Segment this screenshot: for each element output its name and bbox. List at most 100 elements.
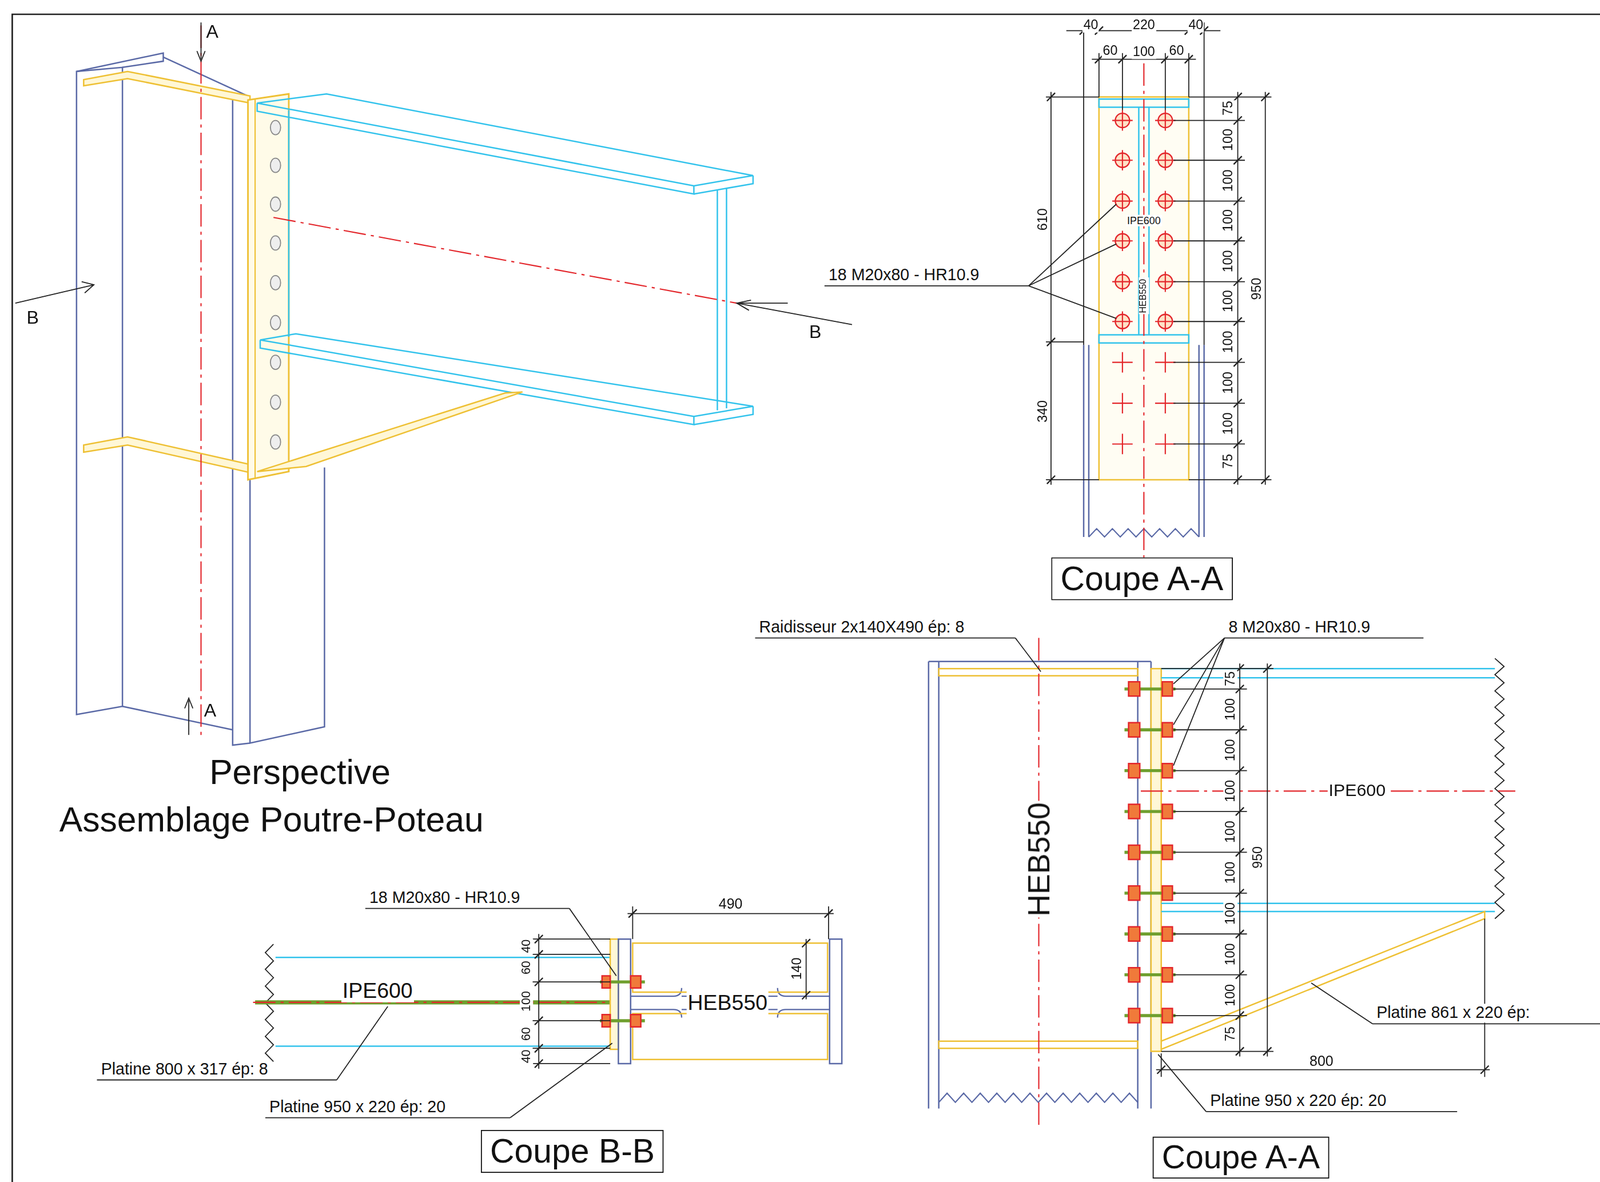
- dimension-value: 75: [1221, 100, 1237, 117]
- dimension-value: 60: [1168, 43, 1185, 59]
- column-outline: [928, 660, 1152, 662]
- dimension-tick: [1233, 116, 1242, 125]
- dimension-value: 100: [1131, 44, 1156, 60]
- dimension-tick: [1233, 399, 1242, 408]
- dimension-line: [1266, 663, 1268, 1057]
- extension-line: [532, 1063, 611, 1065]
- section-arrow: [15, 284, 94, 304]
- column-flange: [249, 467, 325, 744]
- column-outline: [1088, 344, 1090, 537]
- profile-name: HEB550: [686, 990, 769, 1014]
- dimension-tick: [824, 909, 833, 918]
- profile-name: HEB550: [1139, 277, 1150, 314]
- leader-line: [1173, 638, 1225, 726]
- extension-line: [828, 906, 830, 939]
- extension-line: [532, 981, 611, 983]
- beam-flange: [260, 339, 694, 425]
- dimension-value: 340: [1035, 399, 1051, 424]
- dimension-value: 75: [1221, 452, 1237, 470]
- bolt-head: [1128, 681, 1141, 696]
- sheet-frame: [12, 14, 1600, 1182]
- dimension-value: 60: [1101, 43, 1119, 59]
- bolt: [270, 434, 281, 449]
- bolt-nut: [630, 975, 642, 988]
- extension-line: [1173, 933, 1247, 935]
- extension-line: [1173, 810, 1247, 813]
- dimension-tick: [1235, 970, 1244, 979]
- dimension-tick: [1235, 1011, 1244, 1020]
- bolt-cross: [1112, 352, 1133, 373]
- dimension-value: 75: [1223, 670, 1239, 687]
- extension-line: [1203, 22, 1205, 345]
- bolt-cross: [1112, 110, 1133, 131]
- dimension-tick: [1235, 766, 1244, 775]
- extension-line: [631, 906, 634, 939]
- extension-line: [1173, 688, 1247, 690]
- dimension-value: 75: [1223, 1025, 1239, 1042]
- dimension-tick: [1047, 92, 1056, 101]
- dimension-value: 100: [1223, 860, 1239, 885]
- bolt-nut: [1161, 1008, 1173, 1024]
- leader-line: [97, 1079, 337, 1081]
- dimension-line: [1237, 92, 1239, 485]
- dimension-tick: [1157, 1065, 1166, 1074]
- extension-line: [1173, 320, 1245, 322]
- dimension-value: 800: [1308, 1053, 1335, 1070]
- dimension-tick: [1235, 848, 1244, 857]
- bolt-cross: [1155, 311, 1176, 332]
- dimension-tick: [1263, 664, 1272, 673]
- leader-line: [1028, 285, 1117, 319]
- dimension-tick: [1235, 807, 1244, 816]
- part-callout: Platine 950 x 220 ép: 20: [1209, 1091, 1388, 1110]
- dimension-tick: [1233, 277, 1242, 286]
- bolt-cross: [1155, 110, 1176, 131]
- bolt-nut: [1161, 763, 1173, 778]
- section-letter: B: [25, 308, 41, 329]
- extension-line: [1083, 22, 1085, 345]
- leader-line: [1224, 637, 1424, 639]
- dimension-value: 60: [519, 1025, 534, 1042]
- leader-line: [1173, 638, 1225, 684]
- extension-line: [1161, 1051, 1274, 1053]
- bolt-cross: [1155, 352, 1176, 373]
- dimension-tick: [1235, 889, 1244, 898]
- dimension-value: 100: [1221, 411, 1237, 436]
- dimension-tick: [1261, 475, 1270, 484]
- extension-line: [1173, 892, 1247, 894]
- section-arrow: [188, 699, 190, 735]
- extension-line: [1483, 918, 1486, 1077]
- dimension-value: 610: [1035, 207, 1051, 232]
- dimension-tick: [534, 1044, 543, 1053]
- column-flange: [76, 67, 123, 715]
- dimension-tick: [1263, 1047, 1272, 1056]
- bolt: [270, 158, 281, 173]
- view-caption-box: Coupe A-A: [1152, 1136, 1329, 1179]
- view-caption-box: Coupe A-A: [1051, 557, 1233, 601]
- profile-name: IPE600: [1327, 781, 1387, 801]
- extension-line: [1173, 770, 1247, 772]
- column-flange: [829, 938, 842, 1064]
- dimension-tick: [1047, 337, 1056, 346]
- extension-line: [1173, 443, 1245, 445]
- extension-line: [1173, 402, 1245, 404]
- dimension-tick: [1235, 725, 1244, 734]
- stiffener: [632, 942, 828, 993]
- leader-line: [1206, 1111, 1458, 1113]
- section-arrow: [81, 281, 94, 294]
- beam-flange: [1161, 667, 1496, 670]
- bolt-cross: [1112, 392, 1133, 414]
- dimension-value: 100: [1223, 942, 1239, 967]
- profile-name: HEB550: [1021, 801, 1056, 918]
- section-arrow: [736, 303, 853, 325]
- part-callout: Platine 950 x 220 ép: 20: [268, 1097, 447, 1116]
- bolt-cross: [1112, 434, 1133, 455]
- extension-line: [532, 1020, 611, 1022]
- dimension-tick: [534, 1059, 543, 1068]
- beam-web: [288, 110, 290, 337]
- bolt: [270, 395, 281, 410]
- bolt-cross: [1112, 149, 1133, 171]
- dimension-tick: [1261, 92, 1270, 101]
- leader-line: [1311, 982, 1373, 1024]
- extension-line: [1173, 200, 1245, 202]
- bolt-nut: [1161, 967, 1173, 982]
